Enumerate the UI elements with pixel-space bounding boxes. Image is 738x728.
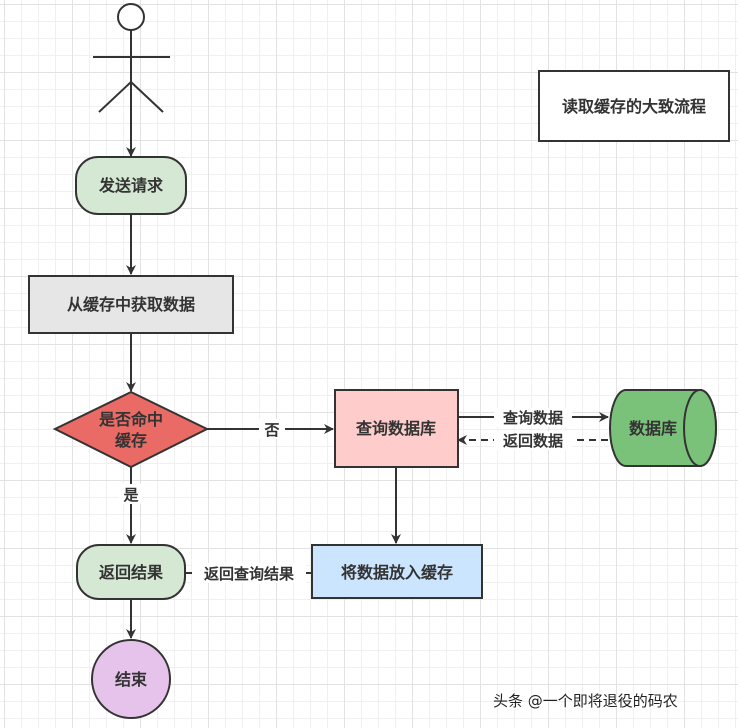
- svg-text:查询数据库: 查询数据库: [356, 419, 436, 438]
- svg-text:是否命中: 是否命中: [98, 410, 163, 429]
- edge-label-query-data: 查询数据: [503, 409, 563, 427]
- node-end[interactable]: 结束: [91, 639, 171, 719]
- edge-label-yes: 是: [122, 486, 139, 504]
- node-put-into-cache[interactable]: 将数据放入缓存: [311, 544, 483, 599]
- node-send-request[interactable]: 发送请求: [75, 156, 187, 215]
- svg-text:返回结果: 返回结果: [99, 563, 163, 582]
- database-icon-label: 数据库: [629, 419, 677, 438]
- svg-text:将数据放入缓存: 将数据放入缓存: [341, 563, 453, 582]
- diagram-title: 读取缓存的大致流程: [562, 97, 706, 116]
- node-get-from-cache[interactable]: 从缓存中获取数据: [28, 275, 234, 334]
- node-cache-hit-decision[interactable]: 是否命中 缓存: [52, 390, 210, 469]
- node-query-database[interactable]: 查询数据库: [334, 389, 459, 468]
- watermark: 头条 @一个即将退役的码农: [493, 692, 678, 710]
- svg-text:结束: 结束: [114, 670, 148, 689]
- svg-text:从缓存中获取数据: 从缓存中获取数据: [67, 295, 195, 314]
- node-return-result[interactable]: 返回结果: [76, 544, 186, 600]
- node-database[interactable]: 数据库: [609, 389, 717, 467]
- svg-text:缓存: 缓存: [114, 431, 147, 450]
- actor-icon: [93, 3, 170, 113]
- edge-label-return-query-result: 返回查询结果: [204, 565, 295, 583]
- edge-label-no: 否: [263, 421, 279, 439]
- edge-label-return-data: 返回数据: [503, 432, 563, 450]
- diagram-title-box: 读取缓存的大致流程: [538, 70, 730, 142]
- svg-text:发送请求: 发送请求: [98, 176, 164, 195]
